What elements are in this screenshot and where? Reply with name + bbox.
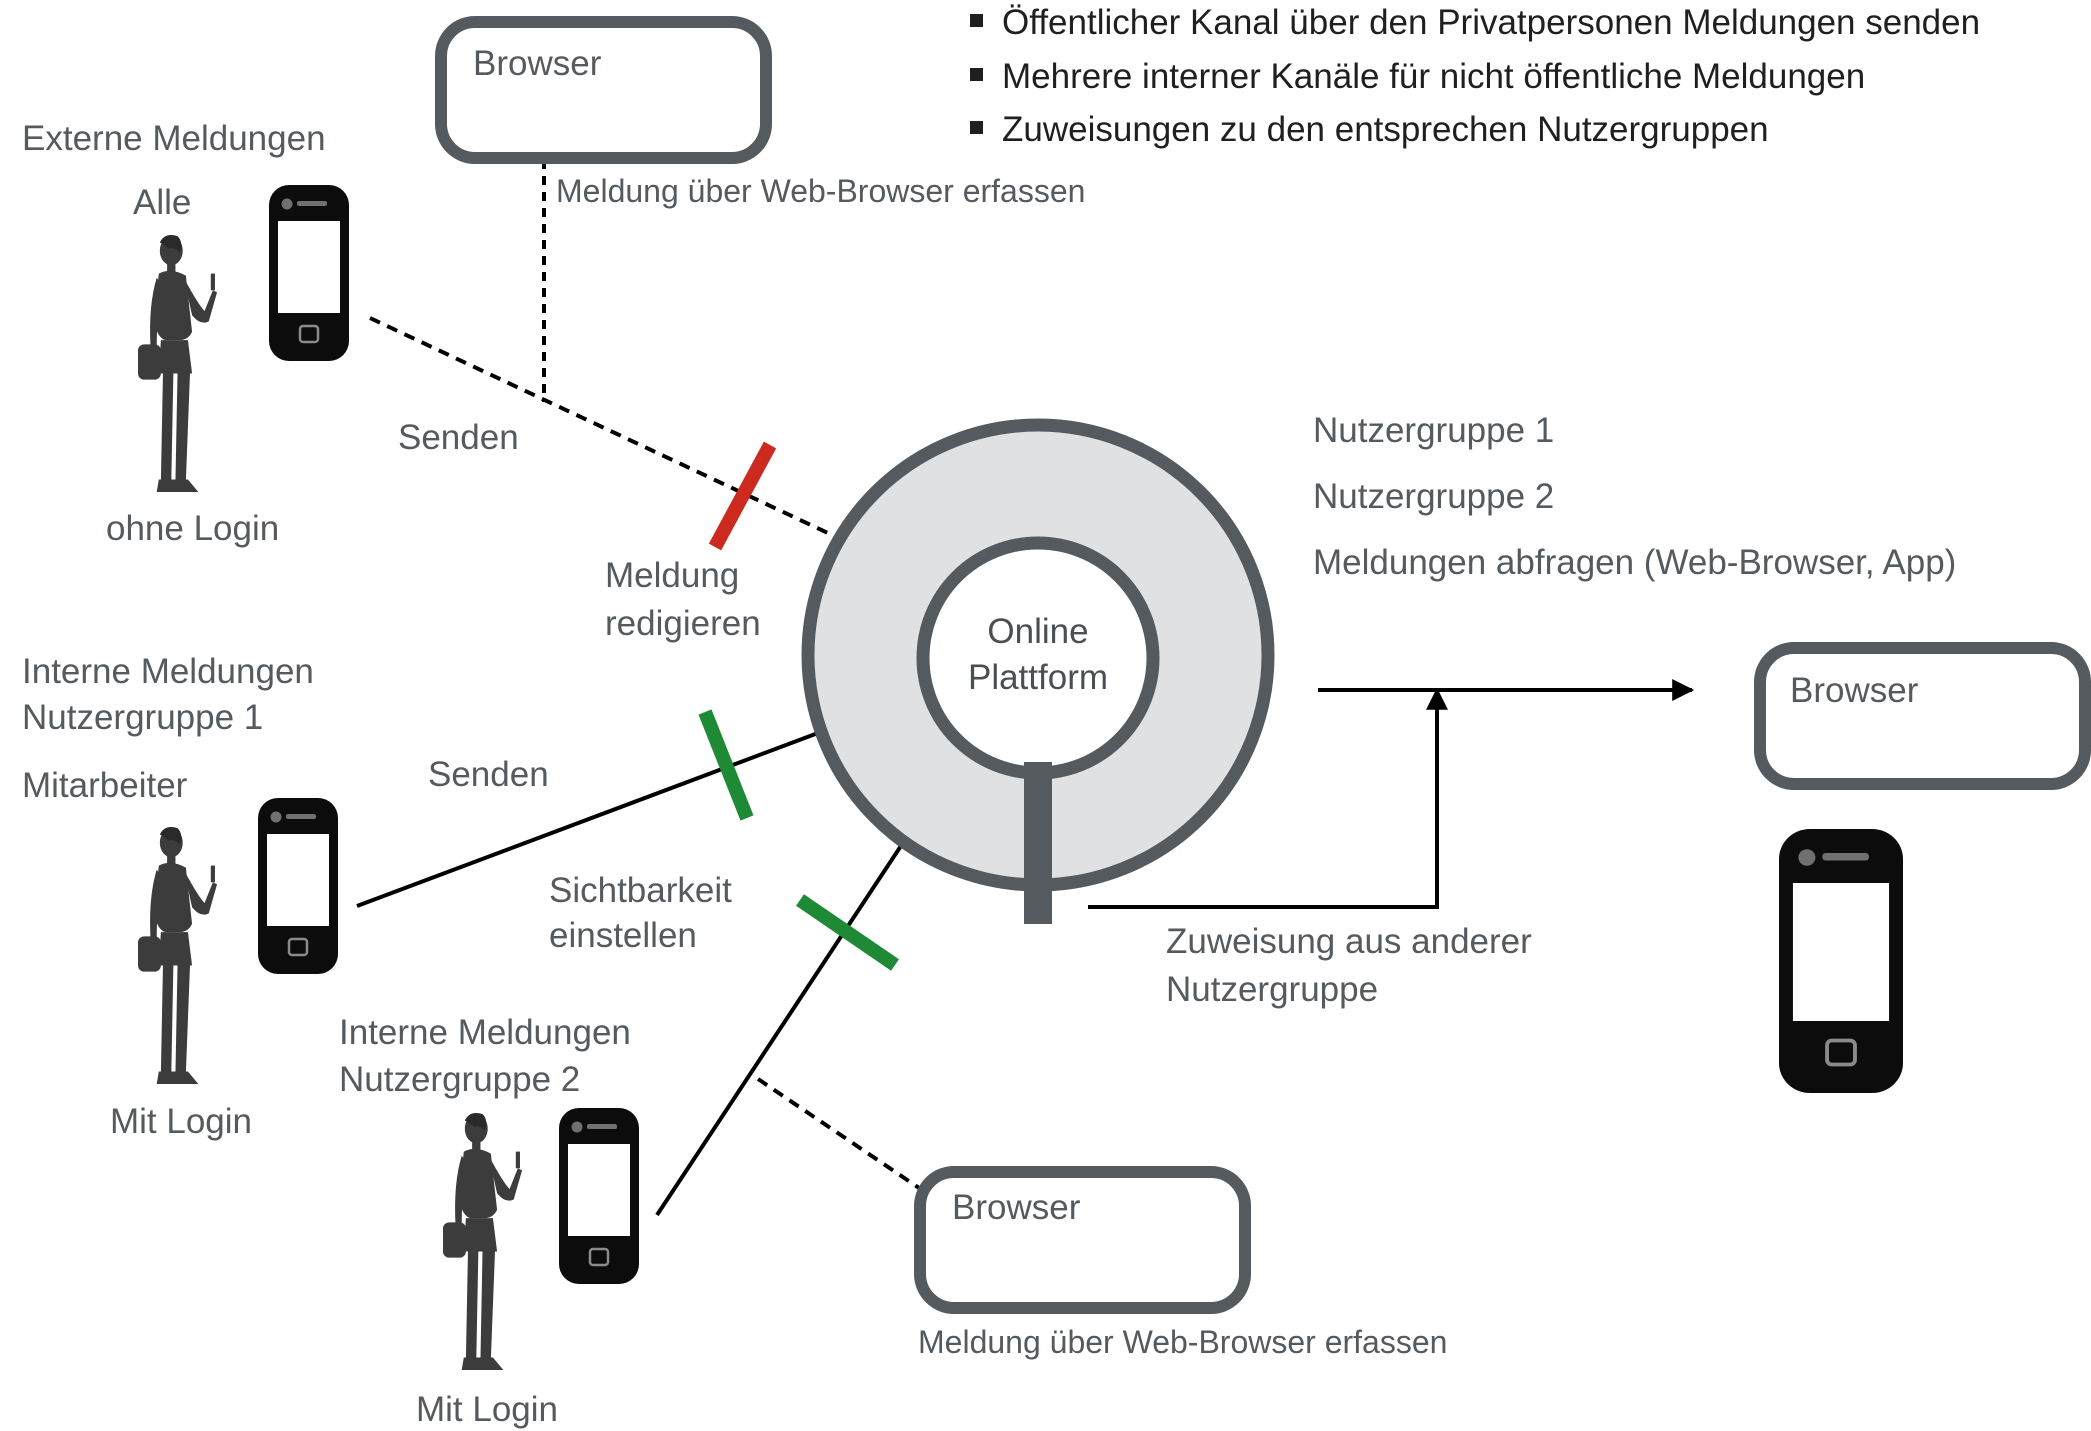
browser-window bbox=[1754, 642, 2091, 790]
internal1-send-label: Senden bbox=[428, 755, 549, 794]
arrow-internal2-send bbox=[655, 806, 928, 1217]
person-external-icon bbox=[138, 234, 218, 492]
bullet-item: Öffentlicher Kanal über den Privatperson… bbox=[1002, 3, 1980, 42]
filter-bar-red bbox=[708, 441, 777, 551]
browser-label: Browser bbox=[952, 1188, 1081, 1227]
browser-label: Browser bbox=[1790, 671, 1919, 710]
group1-label: Nutzergruppe 1 bbox=[1313, 411, 1554, 450]
platform-stem bbox=[1024, 762, 1052, 924]
arrow-internal1-send bbox=[356, 716, 859, 908]
connectors bbox=[356, 160, 1695, 1217]
edit-filter-label-line1: Meldung bbox=[605, 556, 739, 595]
phone-internal1-icon bbox=[256, 796, 340, 976]
bullet-marker bbox=[970, 14, 983, 27]
browser-right: Browser bbox=[1754, 642, 2091, 790]
bullet-item: Mehrere interner Kanäle für nicht öffent… bbox=[1002, 57, 1865, 96]
assignment-label-line2: Nutzergruppe bbox=[1166, 970, 1378, 1009]
filter-bar-green-1 bbox=[698, 709, 754, 821]
visibility-filter-label-line1: Sichtbarkeit bbox=[549, 871, 732, 910]
filter-bar-green-2 bbox=[796, 894, 899, 971]
external-send-label: Senden bbox=[398, 418, 519, 457]
internal1-heading-line2: Nutzergruppe 1 bbox=[22, 698, 263, 737]
person-internal2-icon bbox=[443, 1112, 523, 1370]
browser-caption: Meldung über Web-Browser erfassen bbox=[918, 1324, 1447, 1360]
platform-label-line1: Online bbox=[987, 612, 1088, 651]
arrow-assignment-loop bbox=[1088, 687, 1448, 909]
browser-window bbox=[435, 16, 772, 164]
visibility-filter-label-line2: einstellen bbox=[549, 916, 697, 955]
phone-external-icon bbox=[267, 183, 351, 363]
internal1-role: Mitarbeiter bbox=[22, 766, 188, 805]
external-audience: Alle bbox=[133, 183, 191, 222]
group2-label: Nutzergruppe 2 bbox=[1313, 477, 1554, 516]
bullet-item: Zuweisungen zu den entsprechen Nutzergru… bbox=[1002, 110, 1769, 149]
edit-filter-label-line2: redigieren bbox=[605, 604, 761, 643]
query-label: Meldungen abfragen (Web-Browser, App) bbox=[1313, 543, 1956, 582]
browser-top: Browser Meldung über Web-Browser erfasse… bbox=[435, 16, 1085, 209]
internal2-login: Mit Login bbox=[416, 1390, 558, 1429]
assignment-label-line1: Zuweisung aus anderer bbox=[1166, 922, 1532, 961]
external-login: ohne Login bbox=[106, 509, 279, 548]
bullet-marker bbox=[970, 68, 983, 81]
internal1-heading-line1: Interne Meldungen bbox=[22, 652, 314, 691]
browser-caption: Meldung über Web-Browser erfassen bbox=[556, 173, 1085, 209]
online-platform: Online Plattform bbox=[801, 418, 1275, 924]
browser-label: Browser bbox=[473, 44, 602, 83]
external-heading: Externe Meldungen bbox=[22, 119, 326, 158]
internal2-heading-line2: Nutzergruppe 2 bbox=[339, 1060, 580, 1099]
phone-right-icon bbox=[1777, 827, 1905, 1095]
person-internal1-icon bbox=[138, 826, 218, 1084]
internal1-login: Mit Login bbox=[110, 1102, 252, 1141]
browser-bottom: Browser Meldung über Web-Browser erfasse… bbox=[914, 1166, 1447, 1360]
internal2-heading-line1: Interne Meldungen bbox=[339, 1013, 631, 1052]
phone-internal2-icon bbox=[557, 1106, 641, 1286]
browser-window bbox=[914, 1166, 1251, 1314]
bullet-list: Öffentlicher Kanal über den Privatperson… bbox=[970, 3, 1980, 149]
dashed-connector-browser-bottom bbox=[756, 1077, 927, 1194]
bullet-marker bbox=[970, 121, 983, 134]
platform-label-line2: Plattform bbox=[968, 658, 1108, 697]
